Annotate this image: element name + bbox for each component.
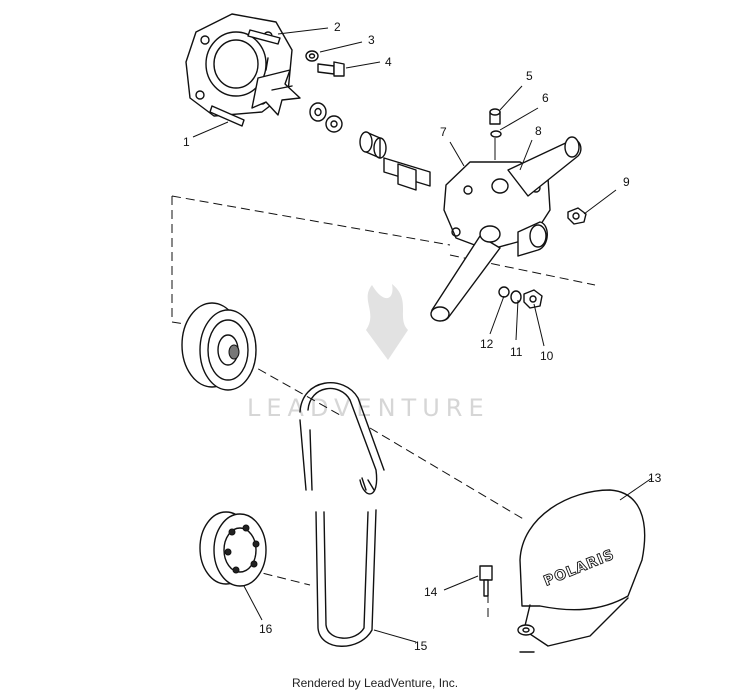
callout-14: 14 — [424, 585, 438, 599]
watermark-text: LEADVENTURE — [247, 394, 490, 422]
bolt-14 — [479, 565, 493, 597]
drive-belt — [299, 382, 385, 647]
watermark-flame-logo — [366, 284, 408, 360]
callout-7: 7 — [440, 125, 447, 139]
seal-ring — [309, 102, 327, 122]
callout-9: 9 — [623, 175, 630, 189]
callout-11: 11 — [510, 345, 523, 359]
lock-washer-11 — [510, 290, 522, 304]
callout-8: 8 — [535, 124, 542, 138]
nut-9 — [567, 207, 587, 225]
callout-1: 1 — [183, 135, 190, 149]
callout-10: 10 — [540, 349, 554, 363]
callout-3: 3 — [368, 33, 375, 47]
assembly-dashed-lines — [171, 195, 596, 620]
pump-housing-assembly — [185, 13, 301, 127]
lower-pulley — [199, 511, 267, 587]
callout-4: 4 — [385, 55, 392, 69]
seal-cup — [325, 115, 343, 133]
leadventure-watermark: LEADVENTURE — [247, 284, 490, 422]
washer-3 — [305, 50, 319, 62]
callout-numbers: 1 2 3 4 5 6 7 8 9 10 11 12 13 14 15 16 — [183, 20, 662, 653]
bolt-4 — [317, 63, 335, 75]
washer-and-bolt — [305, 50, 345, 77]
shaft-seal-stack — [309, 102, 431, 191]
washer-nut-set — [498, 286, 543, 309]
pump-cover-assembly — [430, 136, 582, 322]
nut-10 — [523, 289, 543, 309]
callout-12: 12 — [480, 337, 494, 351]
callout-5: 5 — [526, 69, 533, 83]
washer-6 — [490, 130, 502, 138]
upper-pulley — [181, 302, 257, 391]
footer-credit: Rendered by LeadVenture, Inc. — [291, 676, 459, 690]
callout-15: 15 — [414, 639, 428, 653]
callout-6: 6 — [542, 91, 549, 105]
stud-lower — [209, 105, 245, 127]
impeller — [251, 69, 301, 116]
callout-16: 16 — [259, 622, 273, 636]
belt-cover: POLARIS — [517, 489, 646, 653]
callout-leaders — [192, 27, 653, 643]
washer-12 — [498, 286, 510, 298]
callout-2: 2 — [334, 20, 341, 34]
stud-upper — [247, 29, 281, 45]
screw-and-washer — [489, 108, 502, 160]
callout-13: 13 — [648, 471, 662, 485]
